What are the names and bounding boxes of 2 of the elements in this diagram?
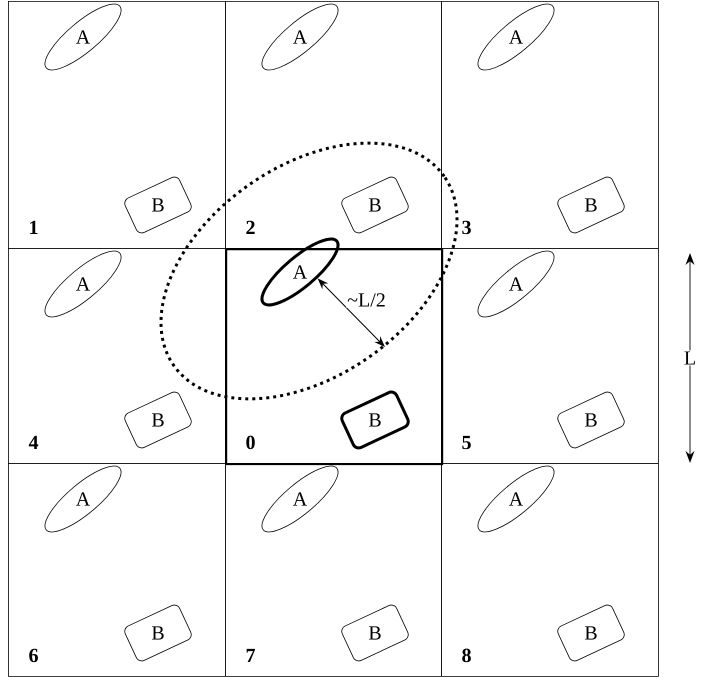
dimension-label: L xyxy=(682,350,698,366)
edge-label: ~L/2 xyxy=(346,292,387,308)
